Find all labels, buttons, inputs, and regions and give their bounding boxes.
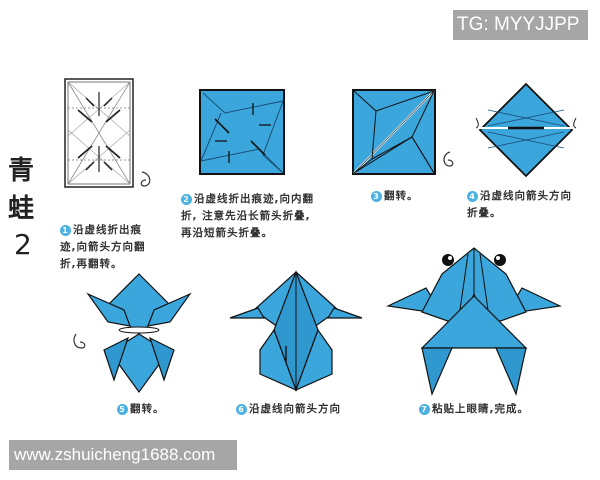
flip-arrow-icon (443, 151, 454, 167)
step5-diagram (86, 273, 192, 394)
watermark-tag: TG: MYYJJPP (453, 10, 588, 40)
flip-arrow-icon (140, 171, 151, 187)
step-badge: 5 (117, 403, 128, 415)
step-badge: 7 (419, 403, 430, 415)
step4-diagram (475, 82, 577, 178)
step-badge: 1 (60, 224, 71, 236)
title-char-2: 蛙 (8, 194, 35, 224)
step1-diagram (64, 78, 134, 188)
flip-arrow-icon (73, 333, 86, 349)
step-badge: 6 (236, 403, 247, 415)
step-badge: 4 (467, 190, 478, 202)
step2-diagram (199, 89, 285, 175)
title-number: 2 (14, 228, 32, 261)
step7-diagram (385, 247, 563, 396)
step3-diagram (352, 89, 436, 175)
step6-diagram (229, 270, 363, 392)
title-char-1: 青 (8, 156, 35, 186)
step-badge: 3 (371, 190, 382, 202)
step-badge: 2 (181, 193, 192, 205)
watermark-url: www.zshuicheng1688.com (9, 440, 237, 470)
